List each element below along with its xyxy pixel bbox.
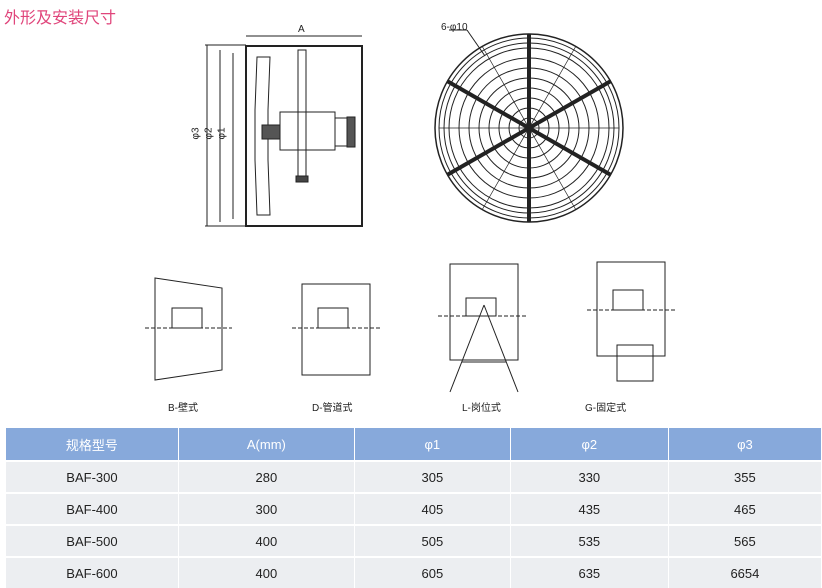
cell: 505 [354, 524, 511, 557]
mount-label-b: B-壁式 [168, 403, 198, 414]
cell: 535 [510, 524, 669, 557]
mount-l-drawing [438, 263, 528, 393]
section-title: 外形及安装尺寸 [4, 10, 117, 27]
header-phi2: φ2 [510, 428, 669, 461]
dim-phi3-label: φ3 [190, 127, 202, 140]
mount-b-drawing [145, 277, 232, 381]
mount-d-drawing [292, 283, 380, 376]
cell: 635 [510, 556, 669, 588]
cell: BAF-500 [6, 524, 179, 557]
header-phi3: φ3 [668, 428, 822, 461]
front-view-drawing [434, 29, 624, 223]
cell: BAF-600 [6, 556, 179, 588]
cell: 305 [354, 460, 511, 493]
cell: 465 [668, 492, 822, 525]
holes-label: 6-φ10 [441, 22, 468, 33]
header-model: 规格型号 [6, 428, 179, 461]
cell: 435 [510, 492, 669, 525]
cell: 400 [178, 556, 355, 588]
dim-a-label: A [298, 24, 305, 35]
header-phi1: φ1 [354, 428, 511, 461]
mount-g-drawing [587, 261, 675, 382]
mount-label-l: L-岗位式 [462, 403, 501, 414]
cell: BAF-300 [6, 460, 179, 493]
cell: 300 [178, 492, 355, 525]
dim-phi1-label: φ1 [216, 127, 228, 140]
cell: BAF-400 [6, 492, 179, 525]
cell: 330 [510, 460, 669, 493]
dim-phi2-label: φ2 [203, 127, 215, 140]
header-a: A(mm) [178, 428, 355, 461]
cell: 280 [178, 460, 355, 493]
fan-drawings [145, 29, 675, 393]
mount-label-d: D-管道式 [312, 403, 353, 414]
cell: 405 [354, 492, 511, 525]
cell: 565 [668, 524, 822, 557]
side-view-drawing [205, 35, 363, 227]
cell: 605 [354, 556, 511, 588]
table-header: 规格型号 A(mm) φ1 φ2 φ3 [6, 428, 822, 461]
cell: 400 [178, 524, 355, 557]
mount-label-g: G-固定式 [585, 403, 627, 414]
cell: 6654 [668, 556, 822, 588]
cell: 355 [668, 460, 822, 493]
